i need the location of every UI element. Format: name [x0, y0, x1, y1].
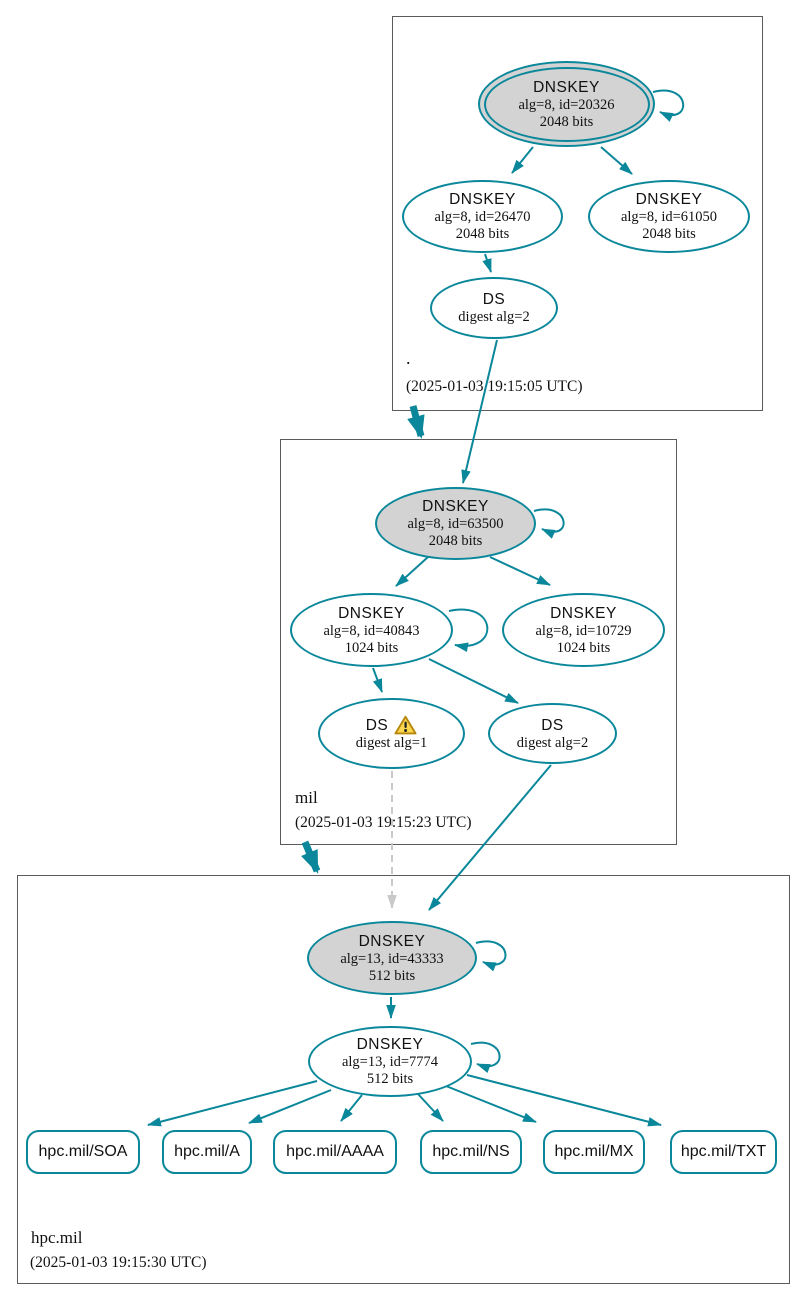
rrset-hpc-mil-ns[interactable]: hpc.mil/NS [420, 1130, 522, 1174]
rrset-hpc-mil-txt[interactable]: hpc.mil/TXT [670, 1130, 777, 1174]
node-alg: alg=8, id=20326 [518, 96, 615, 113]
warning-icon[interactable] [394, 715, 417, 735]
node-bits: 2048 bits [539, 113, 594, 130]
node-bits: 1024 bits [556, 639, 611, 656]
node-alg: alg=13, id=7774 [341, 1054, 439, 1070]
rrset-hpc-mil-aaaa[interactable]: hpc.mil/AAAA [273, 1130, 397, 1174]
zone-label-hpc-mil: hpc.mil [31, 1228, 83, 1247]
node-alg: alg=8, id=10729 [535, 622, 632, 639]
node-title: DNSKEY [422, 498, 489, 515]
zone-label-root: . [406, 348, 411, 368]
node-title: DNSKEY [356, 1036, 424, 1053]
node-alg: digest alg=2 [458, 309, 530, 325]
node-bits: 2048 bits [455, 226, 510, 242]
node-title: DNSKEY [533, 78, 600, 96]
node-dnskey-mil-ksk-63500[interactable]: DNSKEY alg=8, id=63500 2048 bits [375, 487, 536, 560]
node-dnskey-root-ksk-20326[interactable]: DNSKEY alg=8, id=20326 2048 bits [478, 61, 655, 147]
node-title: DNSKEY [635, 191, 703, 208]
zone-timestamp-mil: (2025-01-03 19:15:23 UTC) [295, 814, 472, 831]
zone-box-root [392, 16, 763, 411]
node-dnskey-root-zsk-61050[interactable]: DNSKEY alg=8, id=61050 2048 bits [588, 180, 750, 253]
rrset-hpc-mil-soa[interactable]: hpc.mil/SOA [26, 1130, 140, 1174]
node-ds-hpc-digest1-warning[interactable]: DS digest alg=1 [318, 698, 465, 769]
node-title: DS [482, 291, 506, 308]
zone-box-hpc-mil [17, 875, 790, 1284]
node-ds-hpc-digest2[interactable]: DS digest alg=2 [488, 703, 617, 764]
node-bits: 2048 bits [428, 533, 483, 549]
node-alg: alg=8, id=26470 [434, 209, 531, 225]
node-title: DNSKEY [550, 604, 617, 622]
node-alg: alg=13, id=43333 [340, 950, 444, 967]
node-bits: 1024 bits [344, 639, 399, 656]
node-title: DS [541, 716, 564, 734]
node-alg: digest alg=1 [355, 735, 428, 751]
node-title-row: DS [366, 715, 418, 735]
node-alg: alg=8, id=61050 [620, 209, 718, 225]
node-title: DNSKEY [338, 604, 405, 622]
node-bits: 2048 bits [642, 226, 696, 242]
rrset-hpc-mil-mx[interactable]: hpc.mil/MX [543, 1130, 645, 1174]
node-title: DS [365, 716, 389, 734]
node-ds-mil-in-root[interactable]: DS digest alg=2 [430, 277, 558, 339]
zone-timestamp-hpc-mil: (2025-01-03 19:15:30 UTC) [30, 1254, 207, 1271]
rrset-hpc-mil-a[interactable]: hpc.mil/A [162, 1130, 252, 1174]
node-title: DNSKEY [449, 191, 516, 208]
node-dnskey-hpc-zsk-7774[interactable]: DNSKEY alg=13, id=7774 512 bits [308, 1026, 472, 1097]
node-alg: alg=8, id=40843 [323, 622, 420, 639]
node-bits: 512 bits [366, 1071, 414, 1087]
node-alg: digest alg=2 [516, 734, 589, 751]
node-title: DNSKEY [358, 932, 426, 950]
zone-timestamp-root: (2025-01-03 19:15:05 UTC) [406, 378, 583, 395]
edge-delegation-mil-to-hpc [301, 840, 321, 874]
node-dnskey-hpc-ksk-43333[interactable]: DNSKEY alg=13, id=43333 512 bits [307, 921, 477, 995]
zone-label-mil: mil [295, 788, 318, 807]
node-dnskey-root-zsk-26470[interactable]: DNSKEY alg=8, id=26470 2048 bits [402, 180, 563, 253]
node-bits: 512 bits [368, 967, 416, 984]
node-dnskey-mil-zsk-40843[interactable]: DNSKEY alg=8, id=40843 1024 bits [290, 593, 453, 667]
node-dnskey-mil-zsk-10729[interactable]: DNSKEY alg=8, id=10729 1024 bits [502, 593, 665, 667]
node-alg: alg=8, id=63500 [407, 516, 504, 532]
